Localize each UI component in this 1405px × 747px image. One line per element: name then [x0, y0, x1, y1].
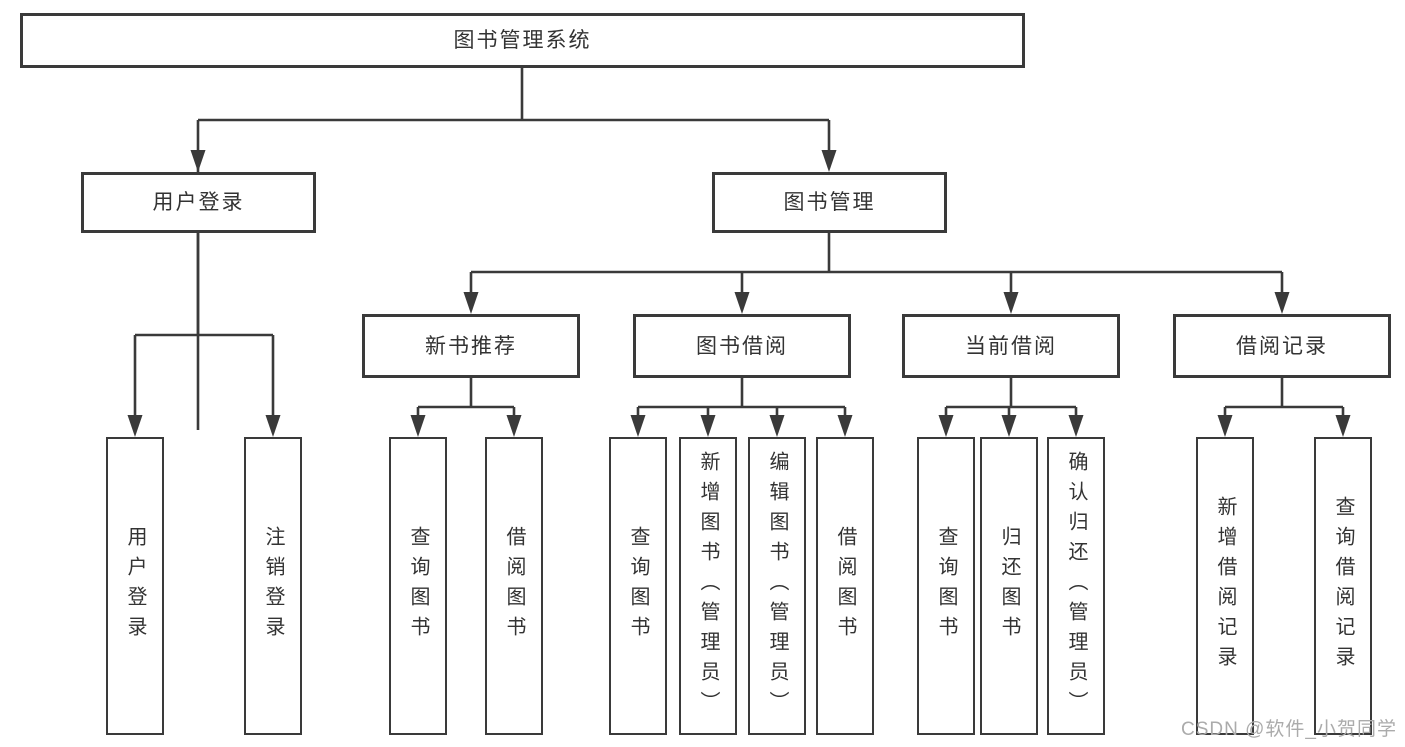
node-user-login: 用户登录 — [81, 172, 316, 233]
arrowhead — [190, 150, 206, 172]
node-new-book-recommend: 新书推荐 — [362, 314, 580, 378]
connector-root-to-level2 — [190, 68, 837, 430]
leaf-borrow-books-recommend: 借阅图书 — [485, 437, 543, 735]
node-borrowing-records: 借阅记录 — [1173, 314, 1391, 378]
arrowhead — [821, 150, 837, 172]
connector-new-book-recommend-to-leaves — [410, 378, 522, 437]
arrowhead — [1001, 415, 1017, 437]
leaf-logout: 注销登录 — [244, 437, 302, 735]
leaf-user-login: 用户登录 — [106, 437, 164, 735]
arrowhead — [410, 415, 426, 437]
arrowhead — [700, 415, 716, 437]
leaf-query-books-borrowing: 查询图书 — [609, 437, 667, 735]
arrowhead — [1003, 292, 1019, 314]
leaf-query-books-current: 查询图书 — [917, 437, 975, 735]
connector-borrowing-records-to-leaves — [1217, 378, 1351, 437]
leaf-query-books-recommend: 查询图书 — [389, 437, 447, 735]
node-current-borrowing: 当前借阅 — [902, 314, 1120, 378]
leaf-return-book: 归还图书 — [980, 437, 1038, 735]
arrowhead — [1217, 415, 1233, 437]
leaf-edit-book-admin: 编辑图书（管理员） — [748, 437, 806, 735]
leaf-add-borrow-record: 新增借阅记录 — [1196, 437, 1254, 735]
watermark: CSDN @软件_小贺同学 — [1181, 719, 1397, 740]
arrowhead — [769, 415, 785, 437]
arrowhead — [938, 415, 954, 437]
arrowhead — [630, 415, 646, 437]
node-book-borrowing: 图书借阅 — [633, 314, 851, 378]
connector-book-management-to-level3 — [463, 233, 1290, 314]
leaf-confirm-return-admin: 确认归还（管理员） — [1047, 437, 1105, 735]
arrowhead — [265, 415, 281, 437]
arrowhead — [506, 415, 522, 437]
leaf-add-book-admin: 新增图书（管理员） — [679, 437, 737, 735]
arrowhead — [837, 415, 853, 437]
arrowhead — [734, 292, 750, 314]
leaf-borrow-books: 借阅图书 — [816, 437, 874, 735]
arrowhead — [463, 292, 479, 314]
node-book-management: 图书管理 — [712, 172, 947, 233]
arrowhead — [127, 415, 143, 437]
leaf-query-borrow-record: 查询借阅记录 — [1314, 437, 1372, 735]
connector-book-borrowing-to-leaves — [630, 378, 853, 437]
arrowhead — [1274, 292, 1290, 314]
connector-current-borrowing-to-leaves — [938, 378, 1084, 437]
connector-user-login-to-leaves — [127, 233, 281, 437]
arrowhead — [1068, 415, 1084, 437]
arrowhead — [1335, 415, 1351, 437]
node-library-management-system: 图书管理系统 — [20, 13, 1025, 68]
